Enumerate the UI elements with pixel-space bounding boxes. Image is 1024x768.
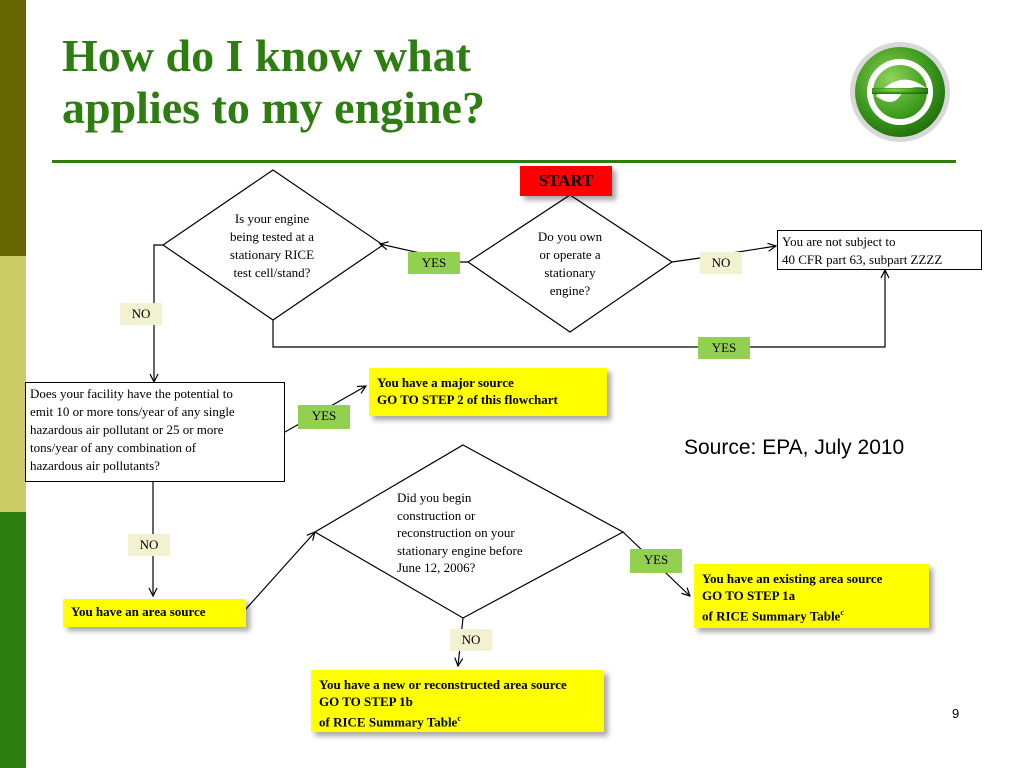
start-node: START [520, 166, 612, 196]
not-subject-box: You are not subject to 40 CFR part 63, s… [777, 230, 982, 270]
major-question-line-3: hazardous air pollutant or 25 or more [30, 422, 224, 437]
major-question-line-2: emit 10 or more tons/year of any single [30, 404, 235, 419]
title-line-2: applies to my engine? [62, 82, 485, 133]
sidebar-band-bottom [0, 512, 26, 768]
new-result-line-1: You have a new or reconstructed area sou… [319, 677, 567, 692]
new-footnote-mark: c [457, 714, 461, 723]
construction-line-2: construction or [397, 507, 476, 523]
new-area-result: You have a new or reconstructed area sou… [311, 670, 604, 732]
label-yes-own-test: YES [408, 252, 460, 274]
not-subject-line-2: 40 CFR part 63, subpart ZZZZ [782, 252, 943, 267]
label-yes-construction: YES [630, 549, 682, 573]
major-result-line-2: GO TO STEP 2 of this flowchart [377, 392, 558, 407]
title-divider [52, 160, 956, 163]
test-cell-question: Is your engine being tested at a station… [206, 210, 338, 282]
test-cell-line-4: test cell/stand? [233, 265, 311, 280]
sidebar-band-middle [0, 256, 26, 512]
construction-line-1: Did you begin [397, 490, 472, 505]
existing-area-result: You have an existing area source GO TO S… [694, 564, 929, 628]
major-source-result: You have a major source GO TO STEP 2 of … [369, 368, 607, 416]
sidebar-band-top [0, 0, 26, 256]
own-engine-line-3: stationary [544, 265, 596, 280]
label-no-test: NO [120, 303, 162, 325]
construction-line-4: stationary engine before [397, 542, 523, 558]
test-cell-line-3: stationary RICE [229, 247, 315, 262]
own-engine-line-1: Do you own [537, 229, 603, 244]
major-question-line-1: Does your facility have the potential to [30, 386, 233, 401]
title-line-1: How do I know what [62, 30, 471, 81]
own-engine-question: Do you own or operate a stationary engin… [516, 228, 624, 300]
existing-result-line-2: GO TO STEP 1a [702, 588, 796, 603]
existing-table-text: of RICE Summary Table [702, 608, 841, 624]
new-table-text: of RICE Summary Table [319, 714, 458, 730]
label-no-own: NO [700, 252, 742, 274]
test-cell-line-2: being tested at a [229, 229, 315, 244]
major-question-line-4: tons/year of any combination of [30, 440, 197, 455]
page-title: How do I know what applies to my engine? [62, 30, 682, 134]
construction-line-3: reconstruction on your [397, 525, 515, 540]
new-result-line-3: of RICE Summary Tablec [319, 710, 596, 730]
diamond-own-engine [466, 194, 674, 333]
label-yes-major: YES [298, 405, 350, 429]
construction-question: Did you begin construction or reconstruc… [397, 489, 557, 577]
label-no-major: NO [128, 534, 170, 556]
not-subject-line-1: You are not subject to [782, 234, 896, 249]
existing-result-line-1: You have an existing area source [702, 571, 883, 586]
own-engine-line-4: engine? [549, 283, 591, 298]
test-cell-line-1: Is your engine [234, 211, 310, 226]
own-engine-line-2: or operate a [539, 247, 601, 262]
new-result-line-2: GO TO STEP 1b [319, 694, 413, 709]
leaf-circle-logo-icon [850, 42, 950, 142]
major-question-line-5: hazardous air pollutants? [30, 458, 160, 473]
existing-footnote-mark: c [840, 608, 844, 617]
label-no-construction: NO [450, 629, 492, 651]
major-source-question-box: Does your facility have the potential to… [25, 382, 285, 482]
label-yes-test: YES [698, 337, 750, 359]
construction-line-5: June 12, 2006? [397, 560, 476, 575]
page-number: 9 [952, 706, 960, 721]
source-note: Source: EPA, July 2010 [684, 436, 905, 459]
area-source-result: You have an area source [63, 599, 246, 627]
major-result-line-1: You have a major source [377, 375, 514, 390]
existing-result-line-3: of RICE Summary Tablec [702, 604, 921, 624]
